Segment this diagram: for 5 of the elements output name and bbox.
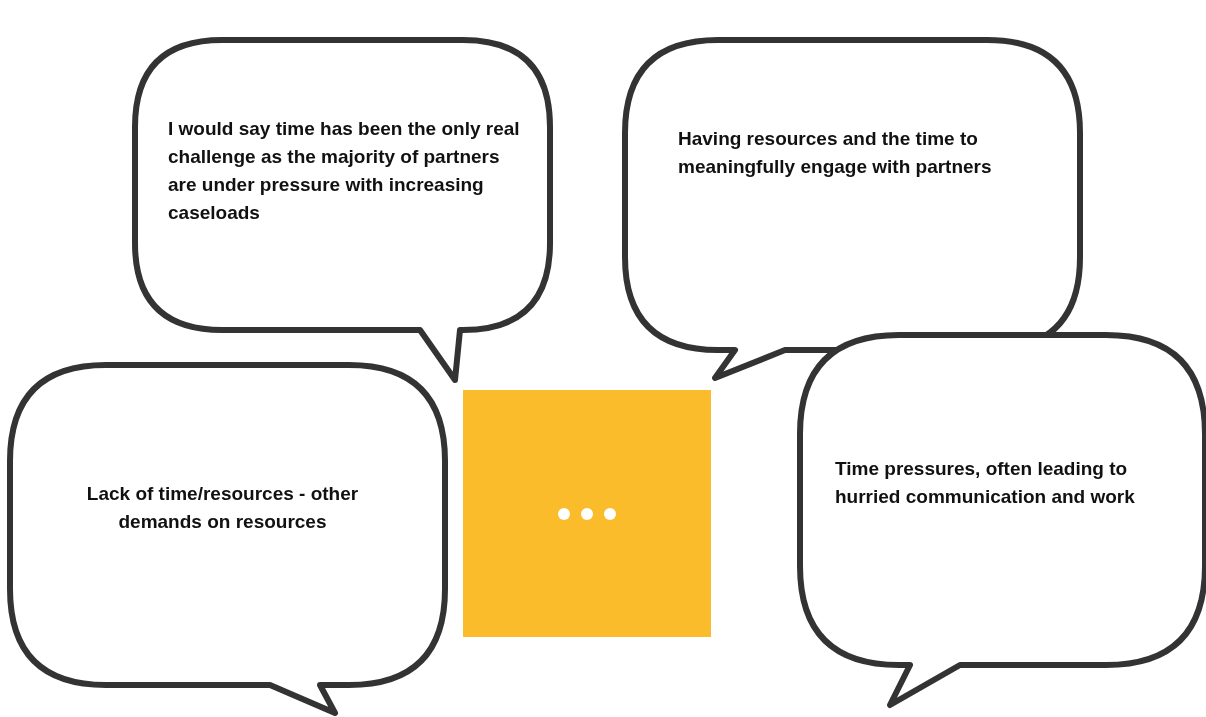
quote-text: Time pressures, often leading to hurried communication and work <box>835 457 1136 509</box>
square-panel <box>463 390 711 637</box>
quote-text: Having resources and the time to meaningfully engage with partners <box>678 127 993 179</box>
quote-text: I would say time has been the only real challenge as the majority of partners are under pressure with increasing caseloads <box>168 117 521 225</box>
quote-text: Lack of time/resources - other demands on resources <box>85 482 360 534</box>
